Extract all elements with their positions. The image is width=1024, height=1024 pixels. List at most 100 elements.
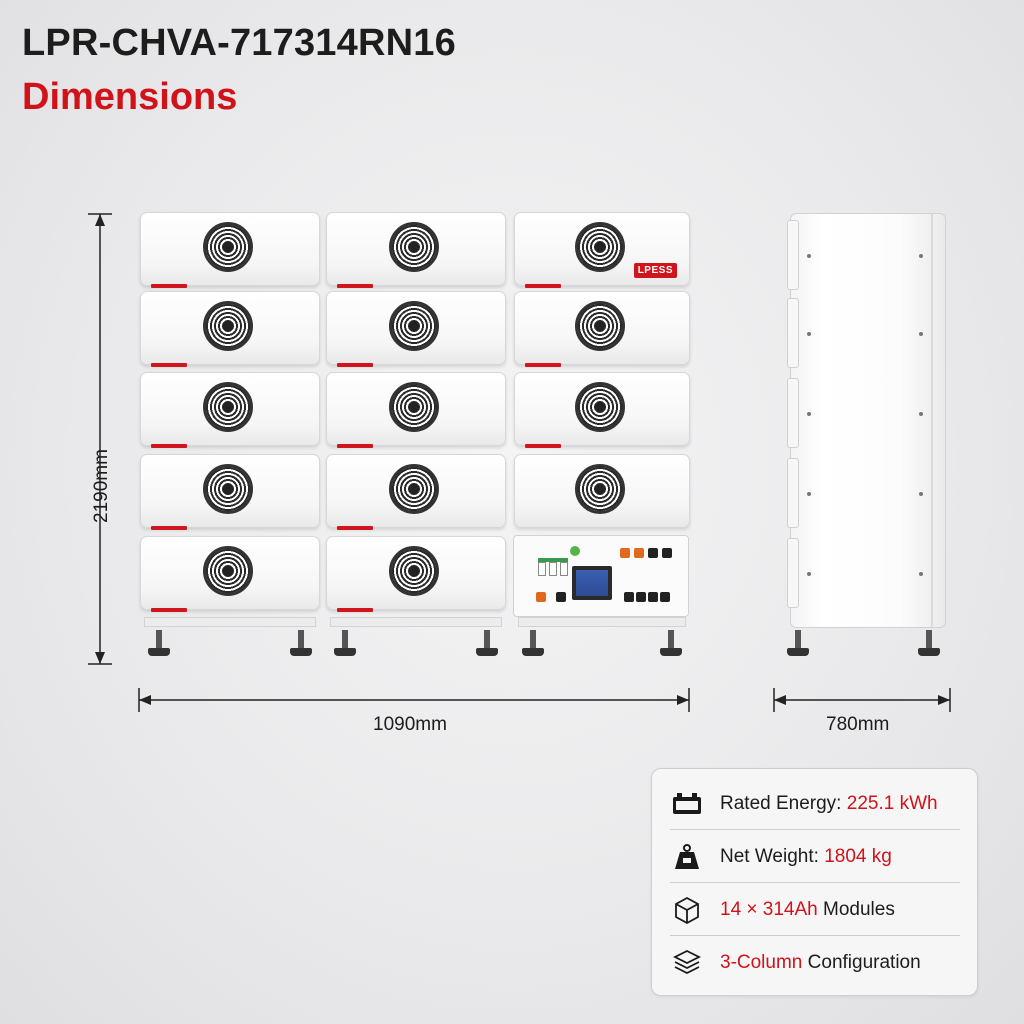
port xyxy=(662,548,672,558)
foot xyxy=(660,630,682,656)
foot xyxy=(787,630,809,656)
page-title: LPR-CHVA-717314RN16 xyxy=(22,22,456,64)
breaker xyxy=(538,562,546,576)
spec-label: Net Weight: xyxy=(720,845,819,867)
accent-stripe xyxy=(337,284,373,288)
fan-icon xyxy=(575,222,625,272)
port xyxy=(536,592,546,602)
battery-module xyxy=(140,291,320,367)
divider xyxy=(670,829,960,830)
spec-row-energy: Rated Energy: 225.1 kWh xyxy=(670,777,962,830)
battery-module xyxy=(140,372,320,448)
height-label: 2190mm xyxy=(91,449,112,523)
battery-module xyxy=(514,372,690,448)
port xyxy=(556,592,566,602)
spec-value: 1804 kg xyxy=(824,845,892,867)
breaker-bar xyxy=(538,558,568,562)
stack-base xyxy=(518,617,686,627)
side-module-edge xyxy=(787,378,799,448)
breaker xyxy=(560,562,568,576)
battery-module xyxy=(140,212,320,288)
battery-module xyxy=(326,454,506,530)
fan-icon xyxy=(575,301,625,351)
brand-logo: LPESS xyxy=(633,263,677,278)
accent-stripe xyxy=(151,363,187,367)
battery-module xyxy=(326,212,506,288)
side-view-cabinet xyxy=(787,213,946,628)
weight-icon xyxy=(670,842,704,872)
power-indicator-icon xyxy=(570,546,580,556)
height-dimension-line xyxy=(88,213,112,665)
fan-icon xyxy=(203,464,253,514)
screw-dot xyxy=(919,332,923,336)
spec-card: Rated Energy: 225.1 kWh Net Weight: 1804… xyxy=(651,768,978,996)
fan-icon xyxy=(203,222,253,272)
accent-stripe xyxy=(525,284,561,288)
width-dimension-line xyxy=(138,688,690,712)
depth-label: 780mm xyxy=(826,714,890,735)
fan-icon xyxy=(389,222,439,272)
accent-stripe xyxy=(525,363,561,367)
screw-dot xyxy=(919,254,923,258)
spec-row-weight: Net Weight: 1804 kg xyxy=(670,830,962,883)
accent-stripe xyxy=(151,444,187,448)
port xyxy=(648,548,658,558)
fan-icon xyxy=(203,546,253,596)
port xyxy=(660,592,670,602)
width-label: 1090mm xyxy=(373,714,447,735)
lcd-screen xyxy=(572,566,612,600)
fan-icon xyxy=(389,464,439,514)
fan-icon xyxy=(389,301,439,351)
battery-module xyxy=(140,536,320,612)
side-module-edge xyxy=(787,458,799,528)
port xyxy=(636,592,646,602)
accent-stripe xyxy=(525,444,561,448)
screw-dot xyxy=(919,412,923,416)
foot xyxy=(522,630,544,656)
battery-module xyxy=(140,454,320,530)
screw-dot xyxy=(807,332,811,336)
accent-stripe xyxy=(337,608,373,612)
side-module-edge xyxy=(787,298,799,368)
foot xyxy=(334,630,356,656)
spec-label: Modules xyxy=(823,898,895,920)
screw-dot xyxy=(807,492,811,496)
side-module-edge xyxy=(787,220,799,290)
spec-value: 225.1 kWh xyxy=(846,792,938,814)
spec-row-configuration: 3-Column Configuration xyxy=(670,936,962,989)
foot xyxy=(476,630,498,656)
stack-base xyxy=(330,617,502,627)
accent-stripe xyxy=(337,444,373,448)
cube-icon xyxy=(670,895,704,925)
side-module-edge xyxy=(787,538,799,608)
screw-dot xyxy=(919,572,923,576)
fan-icon xyxy=(203,382,253,432)
battery-module xyxy=(326,536,506,612)
divider xyxy=(670,935,960,936)
port xyxy=(634,548,644,558)
foot xyxy=(148,630,170,656)
spec-value: 3-Column xyxy=(720,951,803,973)
battery-module: LPESS xyxy=(514,212,690,288)
screw-dot xyxy=(807,572,811,576)
spec-label: Configuration xyxy=(807,951,921,973)
screw-dot xyxy=(919,492,923,496)
side-panel-edge xyxy=(931,214,933,627)
spec-value: 14 × 314Ah xyxy=(720,898,818,920)
port xyxy=(620,548,630,558)
screw-dot xyxy=(807,412,811,416)
battery-module xyxy=(514,454,690,528)
fan-icon xyxy=(575,382,625,432)
accent-stripe xyxy=(337,526,373,530)
layers-icon xyxy=(670,948,704,978)
fan-icon xyxy=(389,546,439,596)
foot xyxy=(290,630,312,656)
accent-stripe xyxy=(151,284,187,288)
battery-module xyxy=(514,291,690,367)
fan-icon xyxy=(389,382,439,432)
battery-icon xyxy=(670,789,704,819)
port xyxy=(648,592,658,602)
accent-stripe xyxy=(151,608,187,612)
stack-base xyxy=(144,617,316,627)
foot xyxy=(918,630,940,656)
